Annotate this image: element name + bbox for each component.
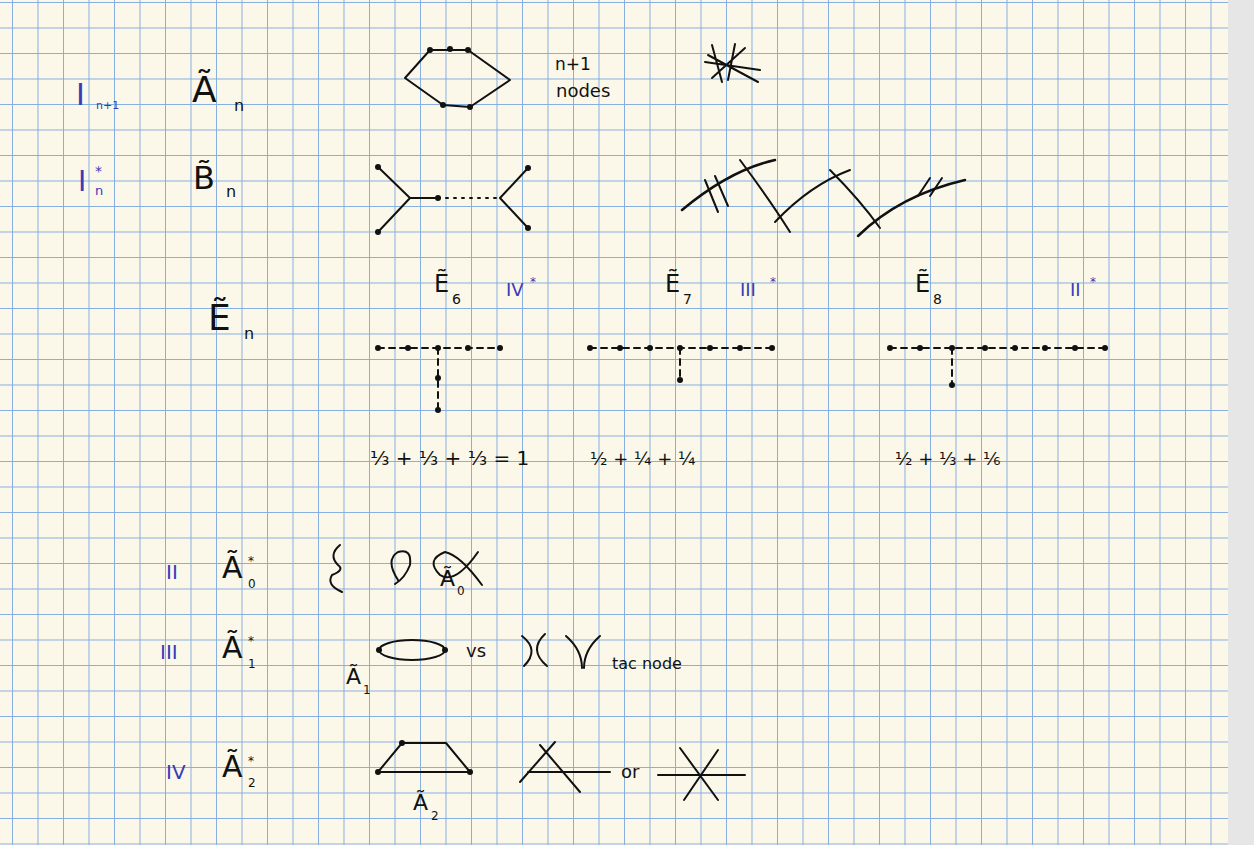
subscript: 0 (248, 578, 256, 590)
dynkin-type: Ã (440, 568, 455, 590)
subscript: n (226, 184, 236, 200)
superscript: * (530, 276, 536, 288)
fiber-type: I (78, 168, 86, 196)
fiber-type: IV (166, 762, 186, 782)
note: tac node (612, 656, 682, 672)
note: n+1 (555, 56, 591, 73)
superscript: * (1090, 276, 1096, 288)
fiber-type: III (160, 642, 178, 662)
note: vs (466, 642, 486, 660)
subscript: n+1 (96, 100, 119, 111)
fiber-type: III (740, 281, 756, 299)
subscript: n (244, 326, 254, 342)
fiber-type: II (1070, 281, 1081, 299)
subscript: 1 (363, 684, 371, 696)
dynkin-type: Ã (346, 666, 361, 688)
dynkin-type: Ẽ (665, 272, 680, 296)
fiber-type: II (166, 562, 178, 582)
dynkin-type: Ẽ (434, 272, 449, 296)
subscript: 1 (248, 658, 256, 670)
dynkin-type: Ã (222, 633, 243, 663)
dynkin-type: Ã (192, 72, 217, 108)
superscript: * (248, 635, 254, 647)
dynkin-type: Ẽ (208, 300, 231, 336)
superscript: * (248, 755, 254, 767)
grid-paper (0, 0, 1228, 845)
note: or (621, 763, 639, 781)
fraction-sum: ⅓ + ⅓ + ⅓ = 1 (370, 448, 529, 468)
subscript: n (234, 98, 244, 114)
fraction-sum: ½ + ¼ + ¼ (590, 450, 695, 468)
dynkin-type: Ã (413, 792, 428, 814)
fiber-type: I (76, 80, 85, 110)
dynkin-type: Ẽ (915, 272, 930, 296)
note: nodes (556, 82, 610, 100)
superscript: * (95, 164, 102, 178)
subscript: n (95, 184, 103, 197)
subscript: 6 (452, 292, 461, 306)
subscript: 7 (683, 292, 692, 306)
dynkin-type: B̃ (193, 162, 215, 194)
subscript: 0 (457, 585, 465, 597)
dynkin-type: Ã (222, 752, 243, 782)
dynkin-type: Ã (222, 553, 243, 583)
fiber-type: IV (506, 281, 524, 299)
subscript: 2 (248, 777, 256, 789)
subscript: 2 (431, 810, 439, 822)
superscript: * (770, 276, 776, 288)
subscript: 8 (933, 292, 942, 306)
fraction-sum: ½ + ⅓ + ⅙ (895, 450, 1000, 468)
superscript: * (248, 555, 254, 567)
